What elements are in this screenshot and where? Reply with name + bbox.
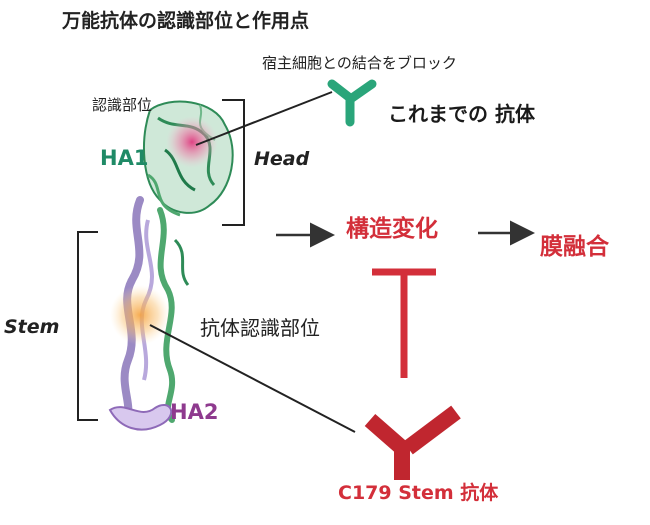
label-ha2: HA2: [170, 400, 219, 424]
label-ha1: HA1: [100, 146, 149, 170]
label-existing-antibody: これまでの 抗体: [388, 102, 535, 126]
head-bracket: [222, 99, 245, 226]
existing-antibody-icon: [327, 79, 377, 127]
label-antibody-recognition-site: 抗体認識部位: [200, 316, 320, 340]
pointer-stem-to-c179-antibody: [149, 324, 356, 433]
label-stem: Stem: [4, 316, 60, 338]
stem-bracket: [77, 231, 98, 421]
inhibition-bar: [372, 268, 436, 378]
label-conformational-change: 構造変化: [346, 216, 438, 242]
label-head: Head: [254, 148, 310, 170]
ha-protein-structure: [108, 100, 234, 431]
c179-antibody-icon: [364, 405, 461, 480]
label-recognition-site: 認識部位: [92, 96, 153, 114]
diagram-title: 万能抗体の認識部位と作用点: [62, 10, 310, 32]
label-block-host-cell: 宿主細胞との結合をブロック: [262, 54, 457, 72]
pointer-head-to-existing-antibody: [195, 91, 333, 146]
label-membrane-fusion: 膜融合: [540, 234, 609, 260]
label-c179-antibody: C179 Stem 抗体: [338, 482, 499, 504]
